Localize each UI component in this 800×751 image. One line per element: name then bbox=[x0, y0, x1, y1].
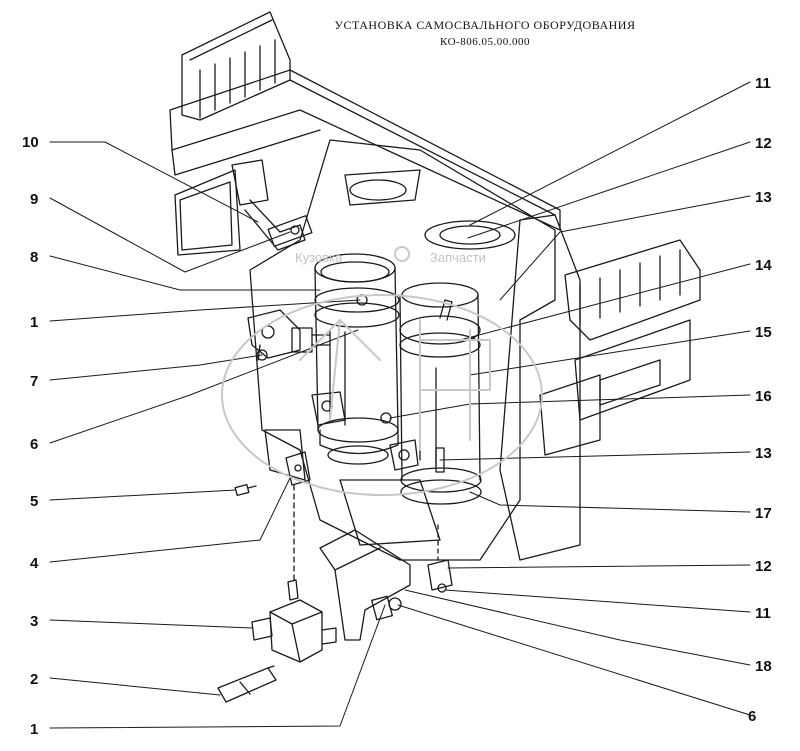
callout-11-lower: 11 bbox=[755, 605, 771, 622]
callout-14: 14 bbox=[755, 257, 772, 274]
callout-6-left: 6 bbox=[30, 436, 38, 453]
callout-9: 9 bbox=[30, 191, 38, 208]
callout-13-top: 13 bbox=[755, 189, 772, 206]
callout-1-upper: 1 bbox=[30, 314, 38, 331]
bolt-5 bbox=[234, 483, 257, 497]
callout-10: 10 bbox=[22, 134, 39, 151]
bolt-2 bbox=[217, 665, 277, 703]
callout-4: 4 bbox=[30, 555, 39, 572]
clip-12 bbox=[427, 524, 453, 593]
callout-2: 2 bbox=[30, 671, 38, 688]
leader-lines bbox=[49, 81, 751, 729]
lever-bracket bbox=[231, 159, 313, 251]
control-valve bbox=[247, 309, 331, 361]
valve-block-3 bbox=[251, 579, 337, 663]
watermark-text-right: Запчасти bbox=[430, 250, 486, 265]
cross-bracket bbox=[311, 391, 419, 471]
callout-15: 15 bbox=[755, 324, 772, 341]
callout-5: 5 bbox=[30, 493, 38, 510]
callout-11-top: 11 bbox=[755, 75, 771, 92]
callout-8: 8 bbox=[30, 249, 38, 266]
callout-6-right: 6 bbox=[748, 708, 756, 725]
callout-13-lower: 13 bbox=[755, 445, 772, 462]
chassis-frame bbox=[169, 11, 701, 561]
drawing-number: КО-806.05.00.000 bbox=[440, 36, 530, 48]
callout-1-lower: 1 bbox=[30, 721, 38, 738]
callout-18: 18 bbox=[755, 658, 772, 675]
bracket-18 bbox=[319, 529, 411, 641]
watermark: Кузовка Запчасти bbox=[221, 246, 543, 496]
drawing-title: УСТАНОВКА САМОСВАЛЬНОГО ОБОРУДОВАНИЯ bbox=[334, 18, 636, 32]
callout-12-top: 12 bbox=[755, 135, 772, 152]
callouts-right: 11 12 13 14 15 16 13 17 12 11 18 6 bbox=[748, 75, 772, 725]
callout-17: 17 bbox=[755, 505, 772, 522]
callout-16: 16 bbox=[755, 388, 772, 405]
callout-7: 7 bbox=[30, 373, 38, 390]
hydraulic-cylinder-right bbox=[380, 282, 482, 505]
callouts-left: 10 9 8 1 7 6 5 4 3 2 1 bbox=[22, 134, 39, 738]
callout-3: 3 bbox=[30, 613, 38, 630]
callout-12-lower: 12 bbox=[755, 558, 772, 575]
watermark-text-left: Кузовка bbox=[295, 250, 343, 265]
